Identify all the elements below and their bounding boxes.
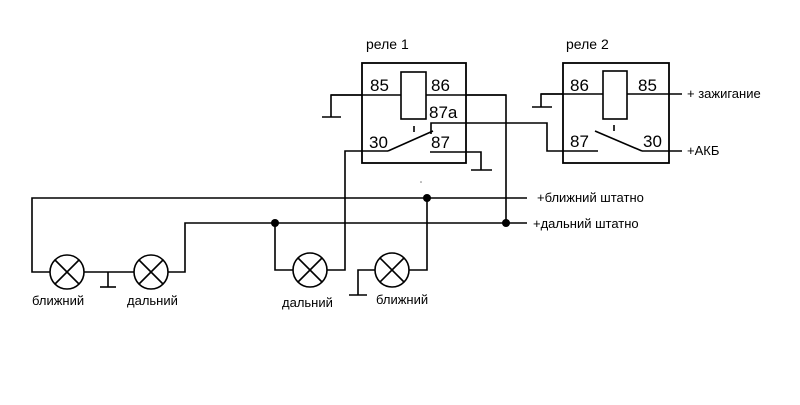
ignition-terminal-label: + зажигание [687, 86, 761, 101]
relay-2-coil [602, 70, 628, 120]
relay-1-87-ground-wire [430, 151, 482, 170]
relay-2-pin-85: 85 [638, 76, 657, 95]
low-beam-stock-wire [31, 197, 527, 273]
lamp-3: дальний [282, 252, 333, 310]
relay-2-pin-86: 86 [570, 76, 589, 95]
lamp-3-label: дальний [282, 295, 333, 310]
relay-2-86-ground-wire [540, 93, 563, 107]
relay-1-body [361, 62, 467, 164]
lamp-4-label: ближний [376, 292, 428, 307]
relay-1-pin-86: 86 [431, 76, 450, 95]
stock-lines: +ближний штатно +дальний штатно [31, 190, 644, 273]
high-beam-stock-wire [168, 222, 527, 273]
lamp-3-feed-wire [274, 223, 293, 271]
lamp-2-label: дальний [127, 293, 178, 308]
high-beam-stock-label: +дальний штатно [533, 216, 639, 231]
relay-1-86-wire [466, 94, 507, 223]
relay-1-title: реле 1 [366, 36, 409, 52]
relay-2: реле 2 86 85 87 30 + зажигание +АКБ [532, 36, 761, 164]
lamp-4-ground-wire [357, 269, 375, 295]
low-beam-stock-label: +ближний штатно [537, 190, 644, 205]
relay-1-85-ground-wire [330, 94, 362, 117]
relay-2-switch [594, 130, 643, 152]
relay-1: реле 1 85 86 87a 30 87 [322, 36, 598, 271]
relay-1-pin-87: 87 [431, 133, 450, 152]
relay-1-pin-30: 30 [369, 133, 388, 152]
relay-1-pin-85: 85 [370, 76, 389, 95]
relay-1-switch [387, 130, 434, 152]
lamp-1: ближний [32, 254, 85, 308]
lamp-1-label: ближний [32, 293, 84, 308]
relay-2-pin-30: 30 [643, 132, 662, 151]
artifact-dot [420, 181, 422, 183]
lamp-4: ближний [374, 252, 428, 307]
relay-2-pin-87: 87 [570, 132, 589, 151]
relay-1-30-wire [327, 150, 388, 271]
relay-1-pin-87a: 87a [429, 103, 458, 122]
relay-2-body [562, 62, 670, 164]
relay-2-title: реле 2 [566, 36, 609, 52]
lamp-2: дальний [127, 254, 178, 308]
junction-dot [502, 219, 510, 227]
battery-terminal-label: +АКБ [687, 143, 719, 158]
relay-1-coil [400, 71, 427, 120]
relay-1-87a-wire [430, 122, 598, 152]
lamp-4-feed-wire [409, 198, 428, 271]
